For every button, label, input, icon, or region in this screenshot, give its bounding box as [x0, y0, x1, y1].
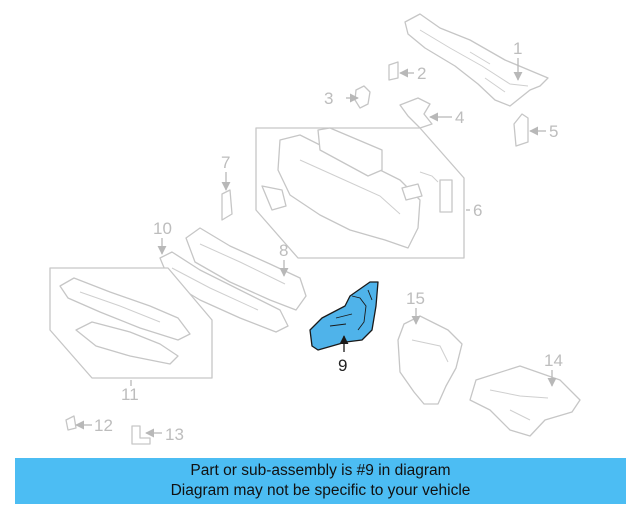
parts-diagram: 1 2 3 4 5 6 7 8 9 10 11 12 13 14 15: [49, 13, 581, 445]
callout-6: 6: [473, 201, 482, 220]
part-5-bracket: [513, 113, 529, 147]
callout-4: 4: [455, 108, 464, 127]
callout-14: 14: [544, 351, 563, 370]
callout-3: 3: [324, 89, 333, 108]
callout-1: 1: [513, 39, 522, 58]
banner-line-1: Part or sub-assembly is #9 in diagram: [190, 462, 451, 479]
part-12-clip: [65, 415, 77, 431]
part-3-clip: [354, 85, 371, 109]
part-7-brace: [221, 189, 233, 221]
part-9-highlighted: [309, 281, 379, 351]
part-11-assembly: [49, 267, 213, 379]
callout-2: 2: [417, 64, 426, 83]
part-6-dash-insulator: [255, 127, 465, 259]
callout-7: 7: [221, 153, 230, 172]
callout-10: 10: [153, 219, 172, 238]
callout-12: 12: [94, 416, 113, 435]
callout-9: 9: [338, 356, 347, 375]
leader-lines: [75, 58, 557, 438]
part-14-panel: [469, 365, 581, 437]
info-banner: Part or sub-assembly is #9 in diagram Di…: [15, 458, 626, 504]
part-13-clip: [131, 425, 151, 445]
callout-13: 13: [165, 425, 184, 444]
callout-8: 8: [279, 241, 288, 260]
banner-line-2: Diagram may not be specific to your vehi…: [170, 482, 471, 499]
part-15-panel: [397, 315, 463, 405]
part-4-bracket: [399, 97, 433, 129]
part-1-cowl-panel: [404, 13, 549, 107]
part-8-cross-member: [185, 227, 307, 311]
callout-labels: 1 2 3 4 5 6 7 8 9 10 11 12 13 14 15: [94, 39, 563, 444]
callout-11: 11: [121, 385, 139, 404]
callout-5: 5: [549, 122, 558, 141]
callout-15: 15: [406, 289, 425, 308]
part-2-bracket: [388, 61, 399, 81]
